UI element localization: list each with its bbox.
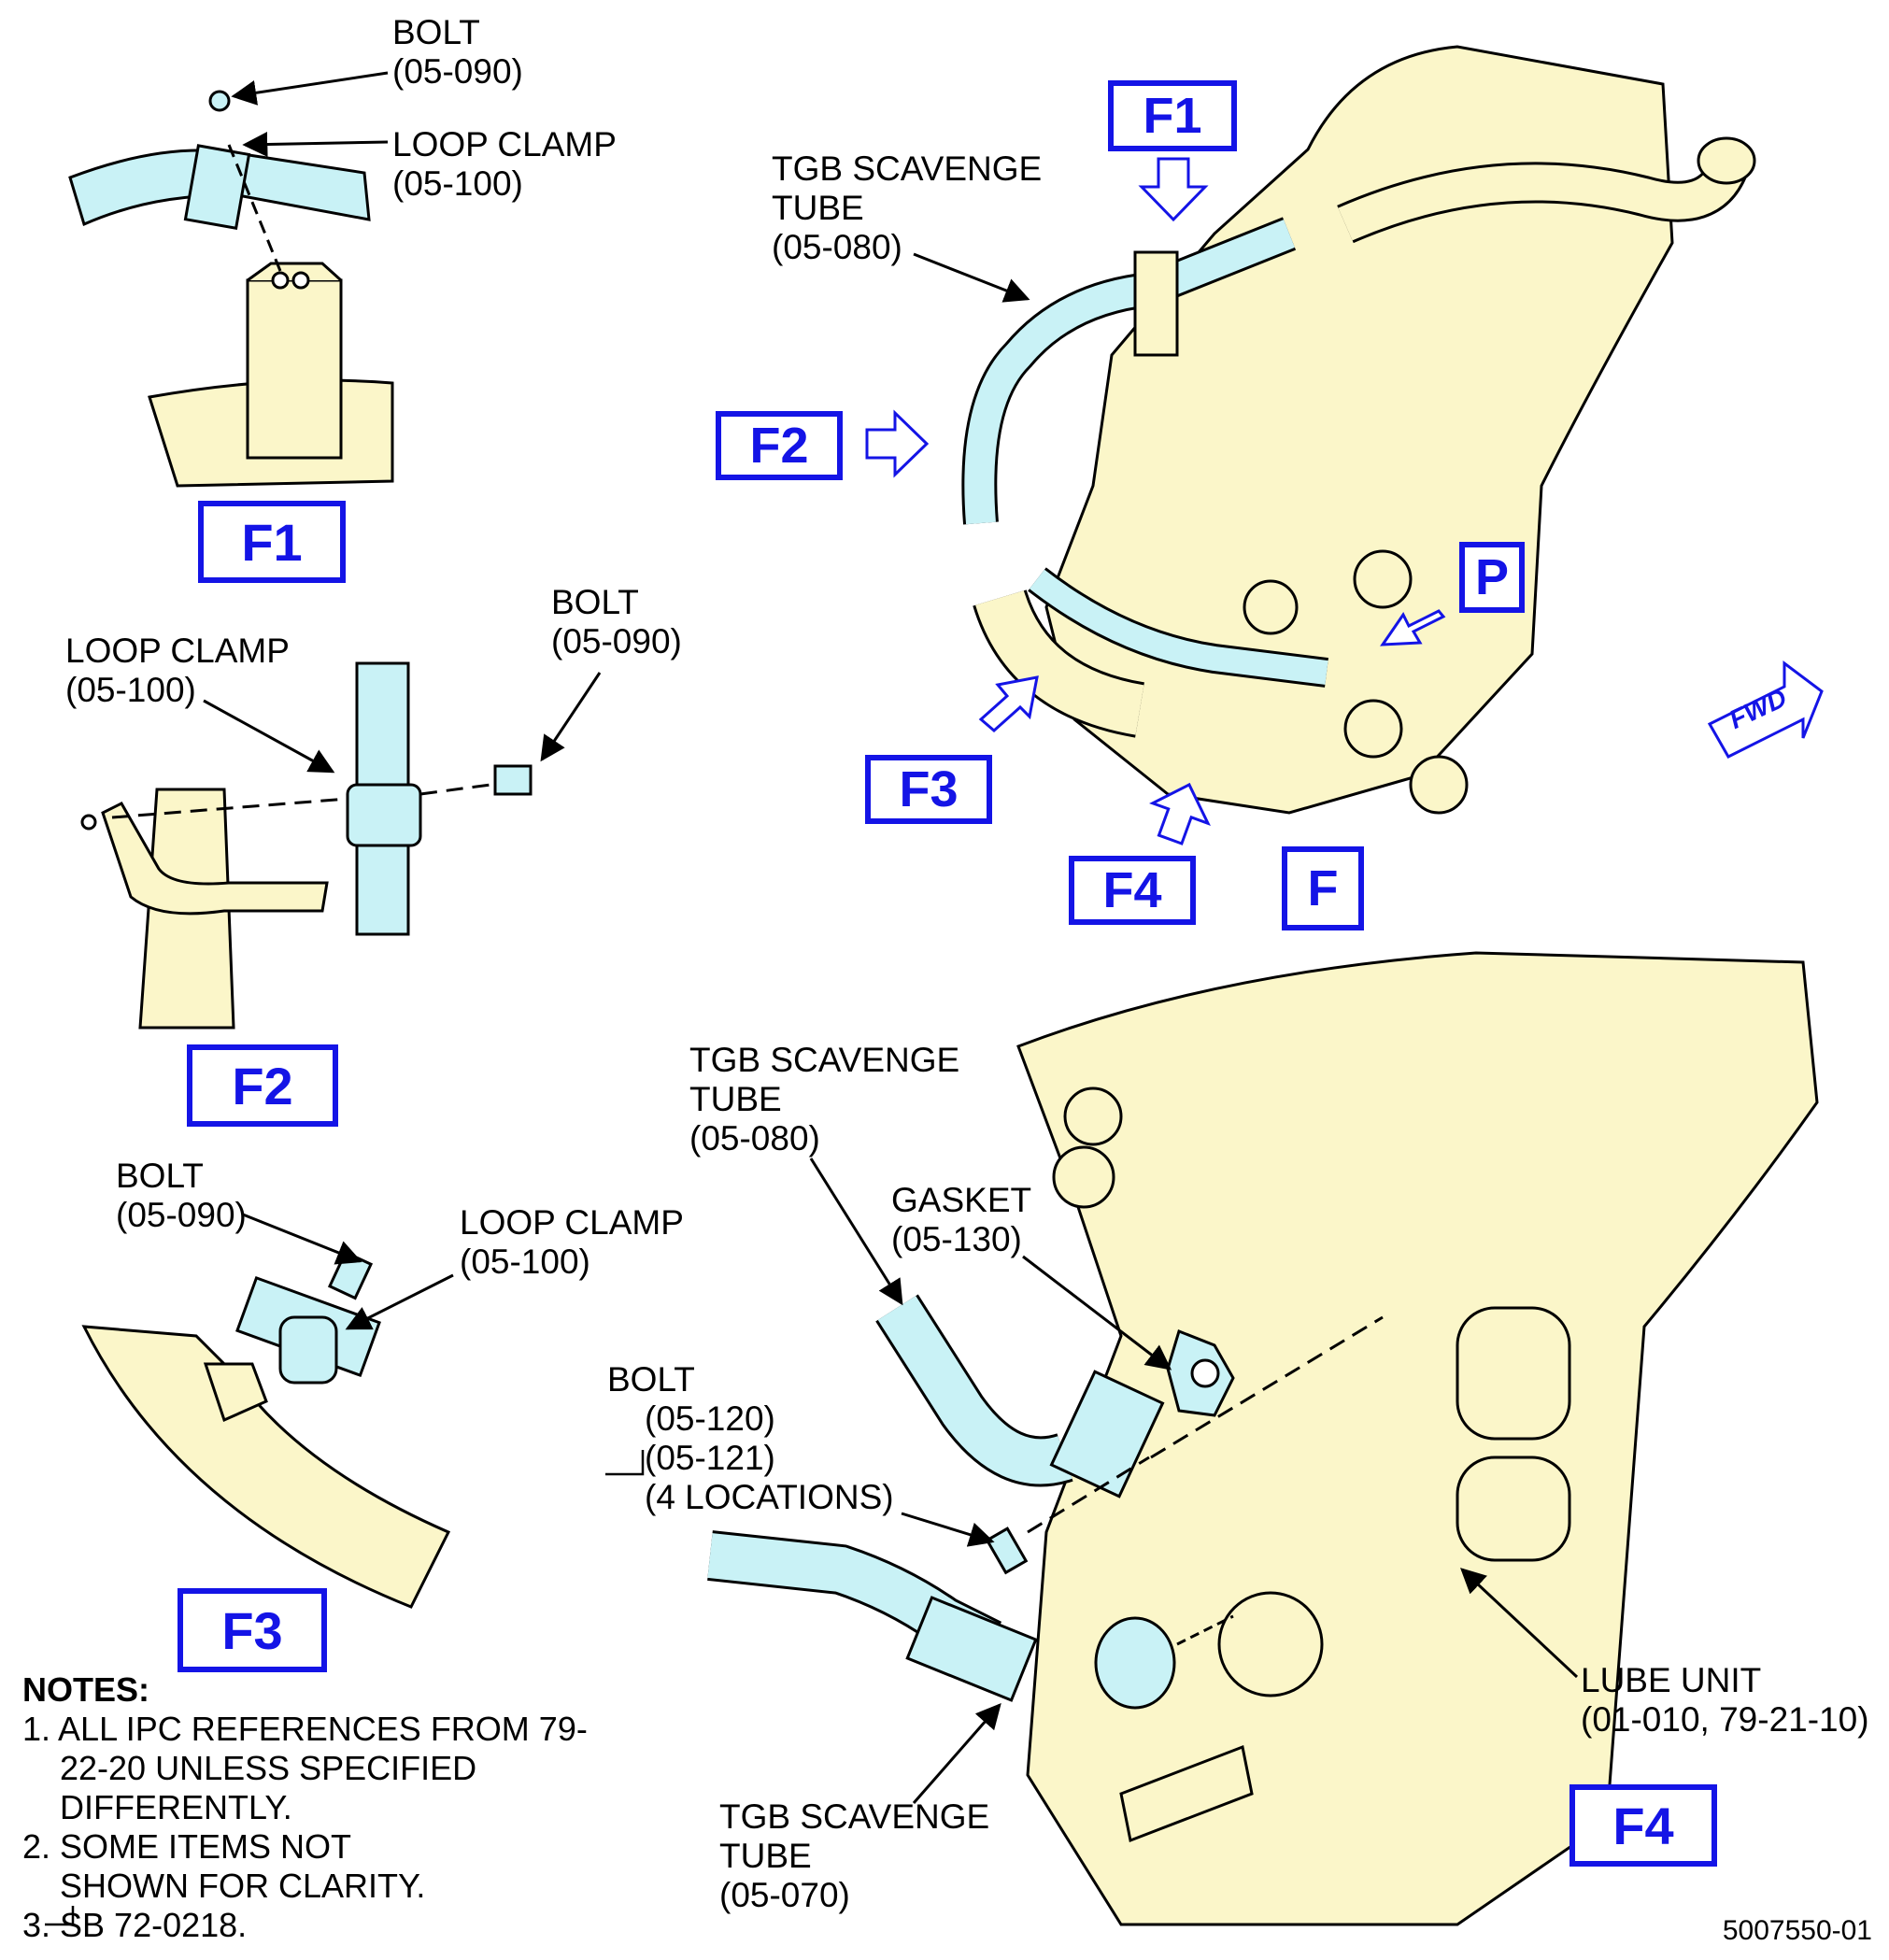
fwd-arrow xyxy=(1707,660,1824,759)
callout-f2-detail: F2 xyxy=(187,1044,338,1127)
callout-f1-detail: F1 xyxy=(198,501,346,583)
callout-f: F xyxy=(1282,846,1364,930)
notes-block: NOTES: 1. ALL IPC REFERENCES FROM 79-22-… xyxy=(22,1670,602,1945)
callout-f3-main: F3 xyxy=(865,755,992,824)
detail-f3-drawing xyxy=(81,1250,451,1609)
revision-triangle xyxy=(45,1450,645,1926)
arrow-f4 xyxy=(1149,782,1211,845)
callout-f1-main: F1 xyxy=(1108,80,1237,151)
f1-bolt-label: BOLT(05-090) xyxy=(392,13,523,91)
leader-f1-loop-clamp xyxy=(242,132,389,158)
f3-bolt-label: BOLT(05-090) xyxy=(116,1157,247,1234)
arrow-p xyxy=(1380,609,1446,646)
f2-loop-clamp-label: LOOP CLAMP(05-100) xyxy=(65,632,290,709)
callout-f4-main: F4 xyxy=(1069,856,1196,925)
leader-f2-loop-clamp xyxy=(203,699,335,774)
main-view-arrows xyxy=(865,157,1824,845)
leader-f4-bolt xyxy=(901,1512,995,1547)
f4-lube-unit-label: LUBE UNIT(01-010, 79-21-10) xyxy=(1581,1661,1869,1739)
arrow-f3 xyxy=(978,675,1039,732)
callout-f2-main: F2 xyxy=(716,411,843,480)
leader-f4-lube-unit xyxy=(1460,1568,1579,1679)
leader-f4-tgb-080 xyxy=(809,1158,903,1306)
leader-f3-bolt xyxy=(242,1213,362,1265)
detail-f2-drawing xyxy=(80,661,533,1030)
leader-f4-gasket xyxy=(1022,1255,1172,1371)
callout-p: P xyxy=(1459,542,1525,613)
leader-f2-bolt xyxy=(540,672,602,762)
leader-f4-tgb-070 xyxy=(912,1702,1001,1804)
f4-gasket-label: GASKET(05-130) xyxy=(891,1181,1032,1258)
detail-f4-drawing xyxy=(707,951,1819,1926)
note-2: 2. SOME ITEMS NOT SHOWN FOR CLARITY. xyxy=(22,1827,426,1905)
document-id: 5007550-01 xyxy=(1722,1915,1872,1946)
leader-f3-loop-clamp xyxy=(345,1273,454,1330)
leader-main-tgb-tube xyxy=(913,252,1030,303)
note-1: 1. ALL IPC REFERENCES FROM 79-22-20 UNLE… xyxy=(22,1710,588,1826)
f3-loop-clamp-label: LOOP CLAMP(05-100) xyxy=(460,1203,684,1281)
f4-bolt-label: BOLT (05-120) (05-121) (4 LOCATIONS) xyxy=(607,1360,894,1516)
arrow-f1 xyxy=(1138,157,1209,222)
detail-f1-drawing xyxy=(68,90,394,488)
callout-f3-detail: F3 xyxy=(178,1588,327,1672)
callout-f4-detail: F4 xyxy=(1569,1784,1717,1867)
f1-loop-clamp-label: LOOP CLAMP(05-100) xyxy=(392,125,617,203)
notes-heading: NOTES: xyxy=(22,1670,150,1709)
leader-f1-bolt xyxy=(231,71,389,106)
f2-bolt-label: BOLT(05-090) xyxy=(551,583,682,660)
main-engine-drawing xyxy=(961,45,1756,815)
arrow-f2 xyxy=(865,409,930,478)
note-3: 3. SB 72-0218. xyxy=(22,1906,248,1944)
